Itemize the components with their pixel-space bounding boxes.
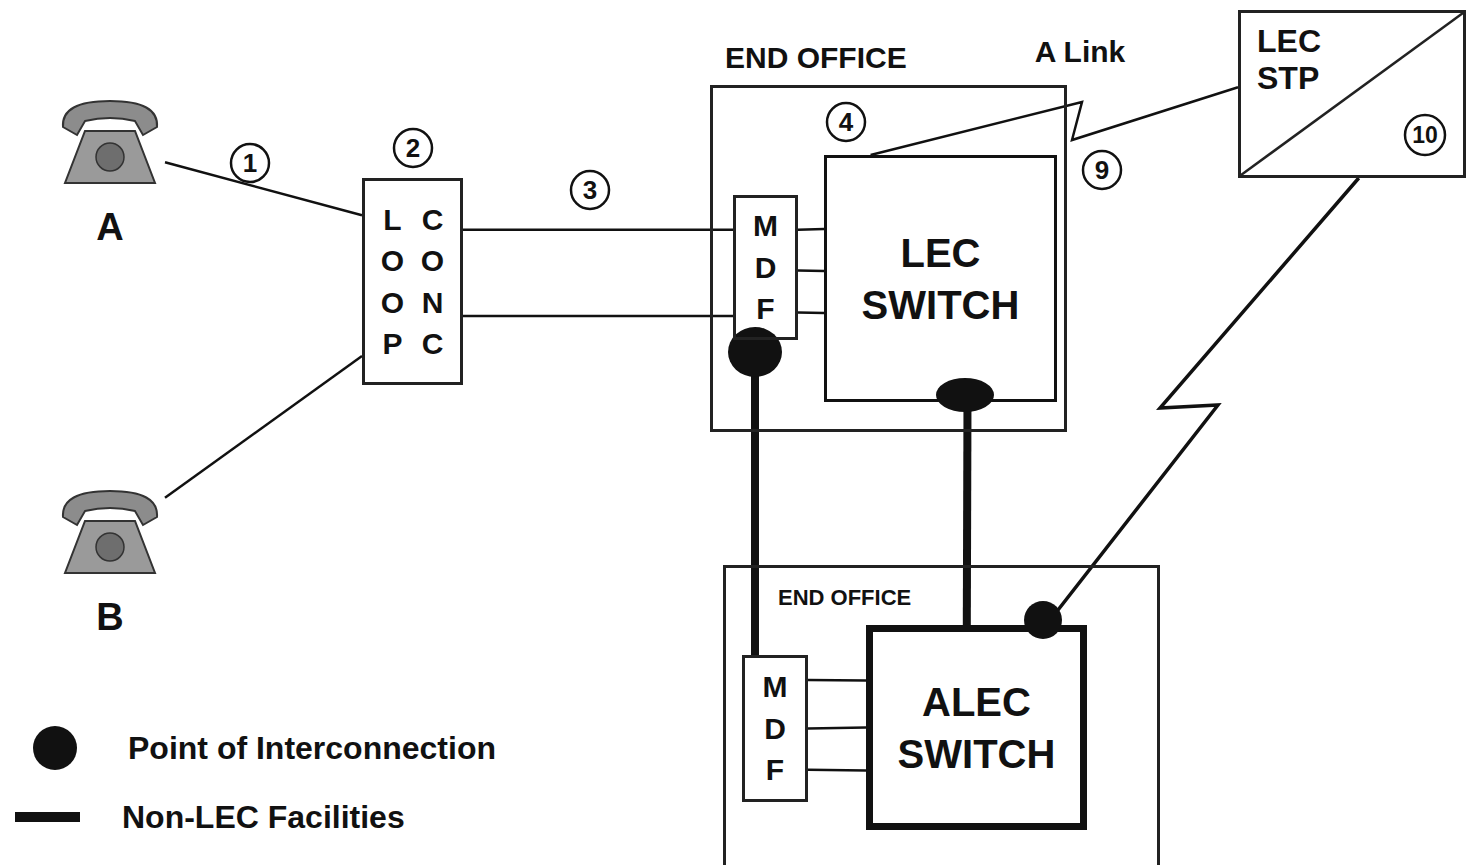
telephone: A — [55, 95, 165, 255]
node-text: LEC STP — [1257, 23, 1337, 97]
callout-circle — [1083, 151, 1121, 189]
connector-line — [798, 228, 824, 231]
node-text: LOOP — [378, 199, 408, 365]
callout-number: 3 — [583, 175, 597, 206]
node-text: MDF — [760, 666, 790, 790]
telephone-body — [65, 131, 155, 183]
callout-number: 4 — [839, 107, 853, 138]
connector-line — [165, 356, 362, 498]
connector-line — [808, 768, 866, 771]
callout-number: 1 — [243, 148, 257, 179]
equipment-box: LEC STP — [1238, 10, 1466, 178]
connector-line — [463, 315, 733, 318]
interconnection-dot — [728, 327, 782, 377]
callout-number: 9 — [1095, 155, 1109, 186]
telephone-icon — [55, 485, 165, 580]
connector-line — [798, 311, 824, 314]
connector-line — [808, 679, 866, 682]
node-text: END OFFICE — [725, 41, 907, 75]
link-label: A Link — [1032, 35, 1129, 69]
node-text: ALEC SWITCH — [881, 676, 1072, 780]
connector-line — [1046, 178, 1359, 625]
non-lec-facility-line — [963, 402, 972, 625]
equipment-box: MDF — [742, 655, 808, 802]
interconnection-dot — [1024, 601, 1062, 639]
node-text: MDF — [751, 205, 781, 329]
callout-circle — [1405, 115, 1445, 155]
legend-dot-sample — [33, 726, 77, 770]
telephone-handset — [63, 491, 157, 525]
callout-circle — [231, 144, 269, 182]
equipment-box: LOOP CONC — [362, 178, 463, 385]
equipment-box: MDF — [733, 195, 798, 340]
node-text: END OFFICE — [778, 585, 911, 611]
node-text: CONC — [418, 199, 448, 365]
callout-number: 10 — [1412, 122, 1438, 149]
telephone-dial — [96, 143, 124, 171]
connector-line — [808, 728, 866, 729]
equipment-box: LEC SWITCH — [824, 155, 1057, 402]
legend-line-sample — [15, 812, 80, 822]
callout-circle — [571, 171, 609, 209]
telephone-icon — [55, 95, 165, 190]
node-text: B — [55, 597, 165, 639]
telephone: B — [55, 485, 165, 645]
callout-number: 2 — [406, 133, 420, 164]
connector-line — [798, 269, 824, 272]
end-office-box: END OFFICE MDF ALEC SWITCH — [723, 565, 1160, 865]
callout-circle — [394, 129, 432, 167]
interconnection-dot — [936, 378, 994, 412]
legend-text: Non-LEC Facilities — [122, 798, 405, 836]
legend-text: Point of Interconnection — [128, 729, 496, 767]
connector-line — [871, 87, 1238, 155]
non-lec-facility-line — [751, 340, 759, 655]
stp-diagonal-line — [1241, 13, 1463, 175]
telephone-dial — [96, 533, 124, 561]
connector-line — [463, 229, 733, 232]
node-text: LEC SWITCH — [835, 227, 1046, 331]
telephone-handset — [63, 101, 157, 135]
telephone-body — [65, 521, 155, 573]
node-text: A — [55, 207, 165, 249]
callout-circle — [827, 103, 865, 141]
equipment-box: ALEC SWITCH — [866, 625, 1087, 830]
end-office-box: END OFFICE MDF LEC SWITCH — [710, 35, 1067, 432]
